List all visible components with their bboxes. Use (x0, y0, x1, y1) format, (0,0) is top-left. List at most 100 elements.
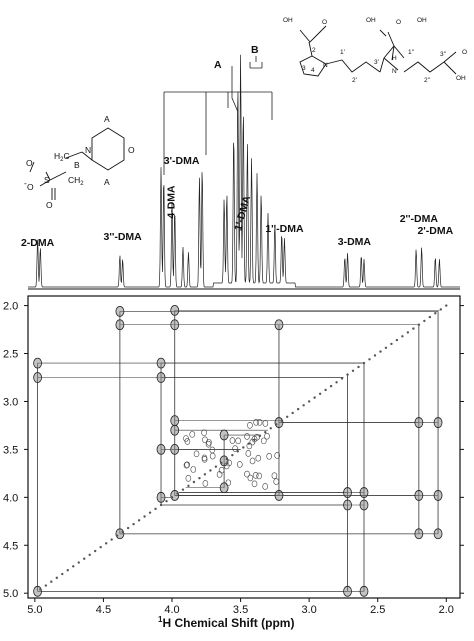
crosspeak (263, 483, 268, 489)
dma-o3: O (462, 49, 467, 56)
dma-nh-n: N (392, 68, 397, 75)
diagonal-peak (270, 427, 272, 429)
x-tick-label: 4.0 (164, 604, 179, 616)
diagonal-peak (171, 496, 173, 498)
mes-a-bottom: A (104, 177, 110, 187)
crosspeak (248, 475, 253, 481)
crosspeak (434, 490, 442, 500)
x-tick-label: 5.0 (27, 604, 42, 616)
dma-pos-3: 3 (302, 65, 306, 72)
crosspeak (210, 447, 215, 453)
dma-pos-1p: 1' (340, 49, 345, 56)
diagonal-peak (226, 458, 228, 460)
diagonal-peak (429, 316, 431, 318)
diagonal-peak (390, 343, 392, 345)
crosspeak (116, 529, 124, 539)
crosspeak (220, 430, 228, 440)
diagonal-peak (176, 492, 178, 494)
y-tick-label: 5.0 (3, 588, 18, 600)
peak-label: 1''-DMA (265, 223, 304, 235)
crosspeak (202, 455, 207, 461)
diagonal-peak (105, 542, 107, 544)
buffer-label-b: B (251, 44, 259, 56)
diagonal-peak (160, 504, 162, 506)
crosspeak (226, 480, 231, 486)
diagonal-peak (209, 469, 211, 471)
diagonal-peak (215, 465, 217, 467)
diagonal-peak (220, 462, 222, 464)
crosspeak (257, 473, 262, 479)
dma-pos-1pp: 1'' (408, 49, 414, 56)
diagonal-peak (89, 554, 91, 556)
crosspeak (116, 320, 124, 330)
diagonal-peak (149, 511, 151, 513)
diagonal-peak (302, 404, 304, 406)
diagonal-peak (401, 335, 403, 337)
crosspeak (415, 418, 423, 428)
crosspeak (171, 305, 179, 315)
crosspeak (274, 479, 279, 485)
crosspeak (344, 586, 352, 596)
diagonal-peak (78, 561, 80, 563)
diagonal-peak (385, 347, 387, 349)
mes-o-top: O (26, 158, 33, 168)
x-tick-label: 2.5 (370, 604, 385, 616)
diagonal-peak (110, 538, 112, 540)
dma-oh-left: OH (283, 17, 293, 24)
crosspeak (171, 490, 179, 500)
crosspeak (265, 433, 270, 439)
crosspeak (202, 437, 207, 443)
diagonal-peak (407, 331, 409, 333)
mes-a-top: A (104, 114, 110, 124)
diagonal-peak (45, 584, 47, 586)
diagonal-peak (330, 385, 332, 387)
diagonal-peak (94, 550, 96, 552)
crosspeak (252, 481, 257, 487)
diagonal-peak (297, 408, 299, 410)
crosspeak (191, 466, 196, 472)
cosy-crosspeaks (34, 304, 448, 596)
dma-pos-3p: 3' (374, 59, 379, 66)
crosspeak (203, 480, 208, 486)
x-tick-label: 4.5 (96, 604, 111, 616)
crosspeak (275, 418, 283, 428)
diagonal-peak (412, 327, 414, 329)
mes-h2c: H2C (54, 151, 70, 163)
crosspeak (344, 500, 352, 510)
mes-ring-n: N (85, 145, 91, 155)
crosspeak (34, 586, 42, 596)
diagonal-peak (56, 577, 58, 579)
crosspeak (247, 422, 252, 428)
crosspeak (202, 456, 207, 462)
mes-minus: - (24, 178, 27, 188)
crosspeak (190, 431, 195, 437)
diagonal-peak (396, 339, 398, 341)
diagonal-peak (187, 485, 189, 487)
crosspeak (186, 475, 191, 481)
crosspeak (171, 416, 179, 426)
crosspeak (263, 420, 268, 426)
peak-label: 4-DMA (165, 185, 177, 219)
crosspeak (256, 455, 261, 461)
diagonal-peak (308, 400, 310, 402)
diagonal-peak (127, 527, 129, 529)
diagonal-peak (319, 393, 321, 395)
crosspeak (194, 451, 199, 457)
diagonal-peak (423, 320, 425, 322)
crosspeak (244, 471, 249, 477)
diagonal-peak (434, 312, 436, 314)
diagonal-peak (61, 573, 63, 575)
diagonal-peak (346, 373, 348, 375)
dma-oh-right-top: OH (417, 17, 427, 24)
crosspeak (236, 438, 241, 444)
diagonal-peak (275, 423, 277, 425)
peak-label: 3''-DMA (104, 231, 143, 243)
mes-o-left: O (27, 182, 34, 192)
diagonal-peak (357, 366, 359, 368)
crosspeak (344, 488, 352, 498)
diagonal-peak (281, 419, 283, 421)
crosspeak (250, 458, 255, 464)
crosspeak (434, 418, 442, 428)
y-tick-label: 3.5 (3, 444, 18, 456)
diagonal-peak (154, 508, 156, 510)
